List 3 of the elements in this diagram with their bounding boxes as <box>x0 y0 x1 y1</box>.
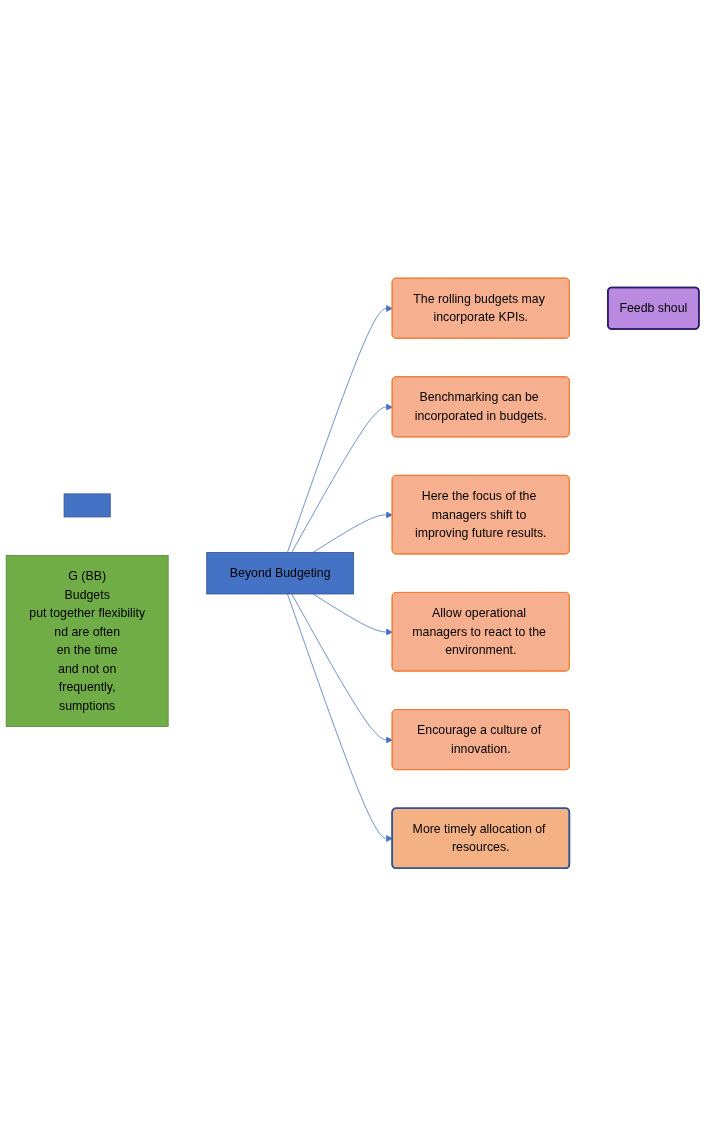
node-box <box>63 493 111 518</box>
node-box: Beyond Budgeting <box>206 551 355 595</box>
node-box: G (BB) Budgets put together flexibility nd are often en the time and not on frequently, sumptions <box>5 554 169 727</box>
